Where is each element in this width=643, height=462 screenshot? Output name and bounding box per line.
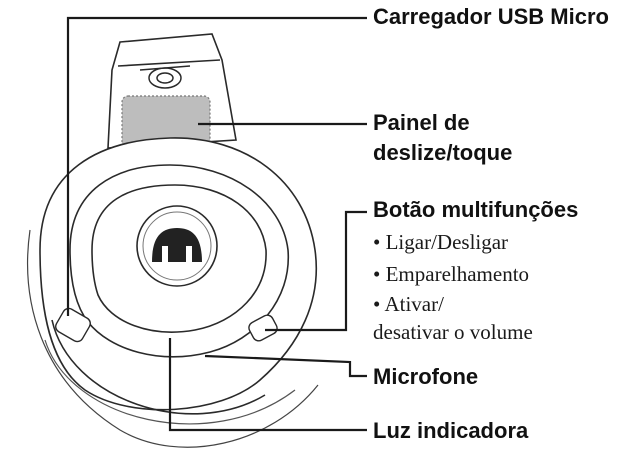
label-power: • Ligar/Desligar — [373, 230, 509, 254]
callout-indicator — [168, 338, 367, 432]
callout-multifunction — [265, 210, 367, 332]
label-pairing: • Emparelhamento — [373, 262, 530, 286]
earcup-shell — [27, 137, 319, 448]
label-mute-line2: desativar o volume — [373, 320, 533, 344]
label-mute-line1: • Ativar/ — [373, 292, 444, 316]
label-usb-charger: Carregador USB Micro — [373, 4, 609, 29]
callout-usb-charger — [66, 16, 367, 316]
label-touch-panel-line2: deslize/toque — [373, 140, 513, 165]
brand-logo-icon — [152, 228, 202, 262]
label-microphone: Microfone — [373, 364, 479, 389]
label-touch-panel-line1: Painel de — [373, 110, 470, 135]
label-multifunction-button: Botão multifunções — [373, 197, 579, 222]
usb-charger-port — [139, 65, 191, 89]
multifunction-button-ring — [142, 211, 212, 281]
label-indicator: Luz indicadora — [373, 418, 529, 443]
callout-microphone — [204, 354, 367, 378]
left-slot — [55, 307, 91, 343]
right-slot — [248, 314, 278, 342]
